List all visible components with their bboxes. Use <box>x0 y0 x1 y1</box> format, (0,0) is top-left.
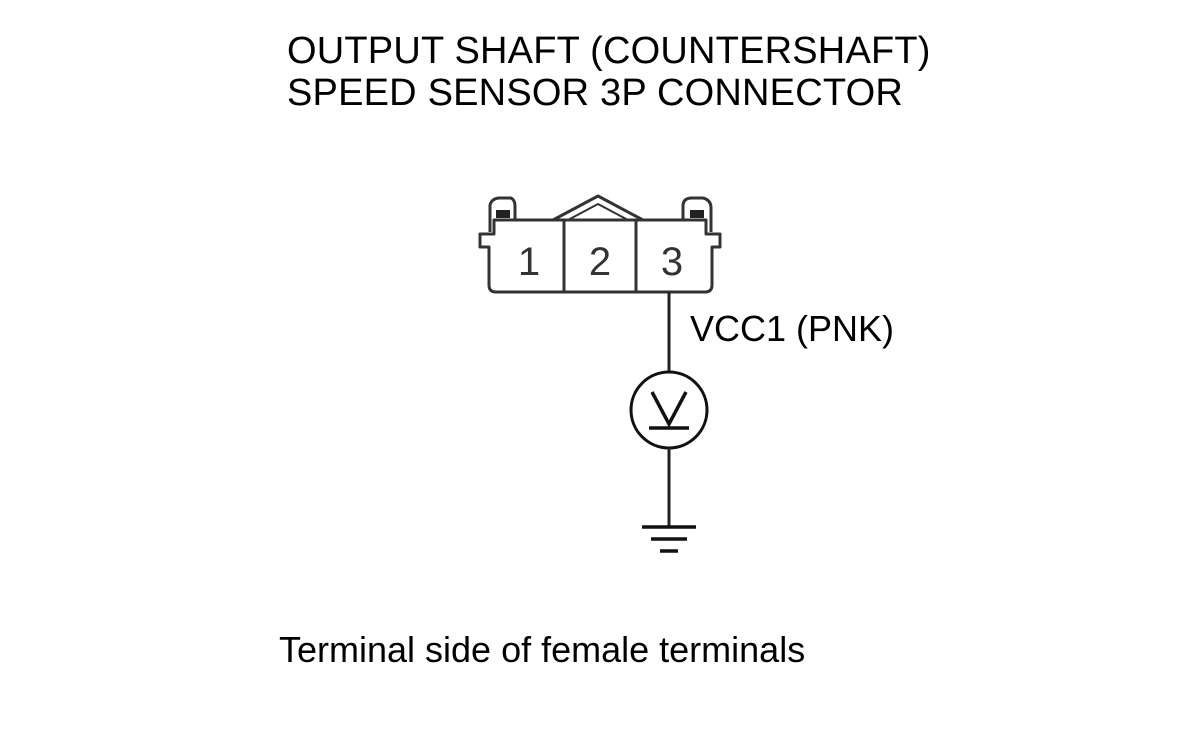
connector-3p <box>478 194 722 294</box>
connector-right-tab-fill <box>690 210 704 218</box>
wire-label-vcc1: VCC1 (PNK) <box>690 308 895 349</box>
connector-body <box>478 218 722 294</box>
pin-3-label: 3 <box>661 240 683 284</box>
voltmeter-icon <box>629 370 709 450</box>
connector-left-tab-fill <box>496 210 510 218</box>
pin-1-label: 1 <box>518 240 540 284</box>
ground-symbol-icon <box>642 525 696 553</box>
diagram-title-line-1: OUTPUT SHAFT (COUNTERSHAFT) <box>287 30 931 72</box>
connector-key-inner <box>567 203 629 221</box>
footer-note: Terminal side of female terminals <box>279 629 806 670</box>
connector-key <box>552 194 644 222</box>
pin-2-label: 2 <box>589 240 611 284</box>
diagram-title-line-2: SPEED SENSOR 3P CONNECTOR <box>287 72 903 114</box>
